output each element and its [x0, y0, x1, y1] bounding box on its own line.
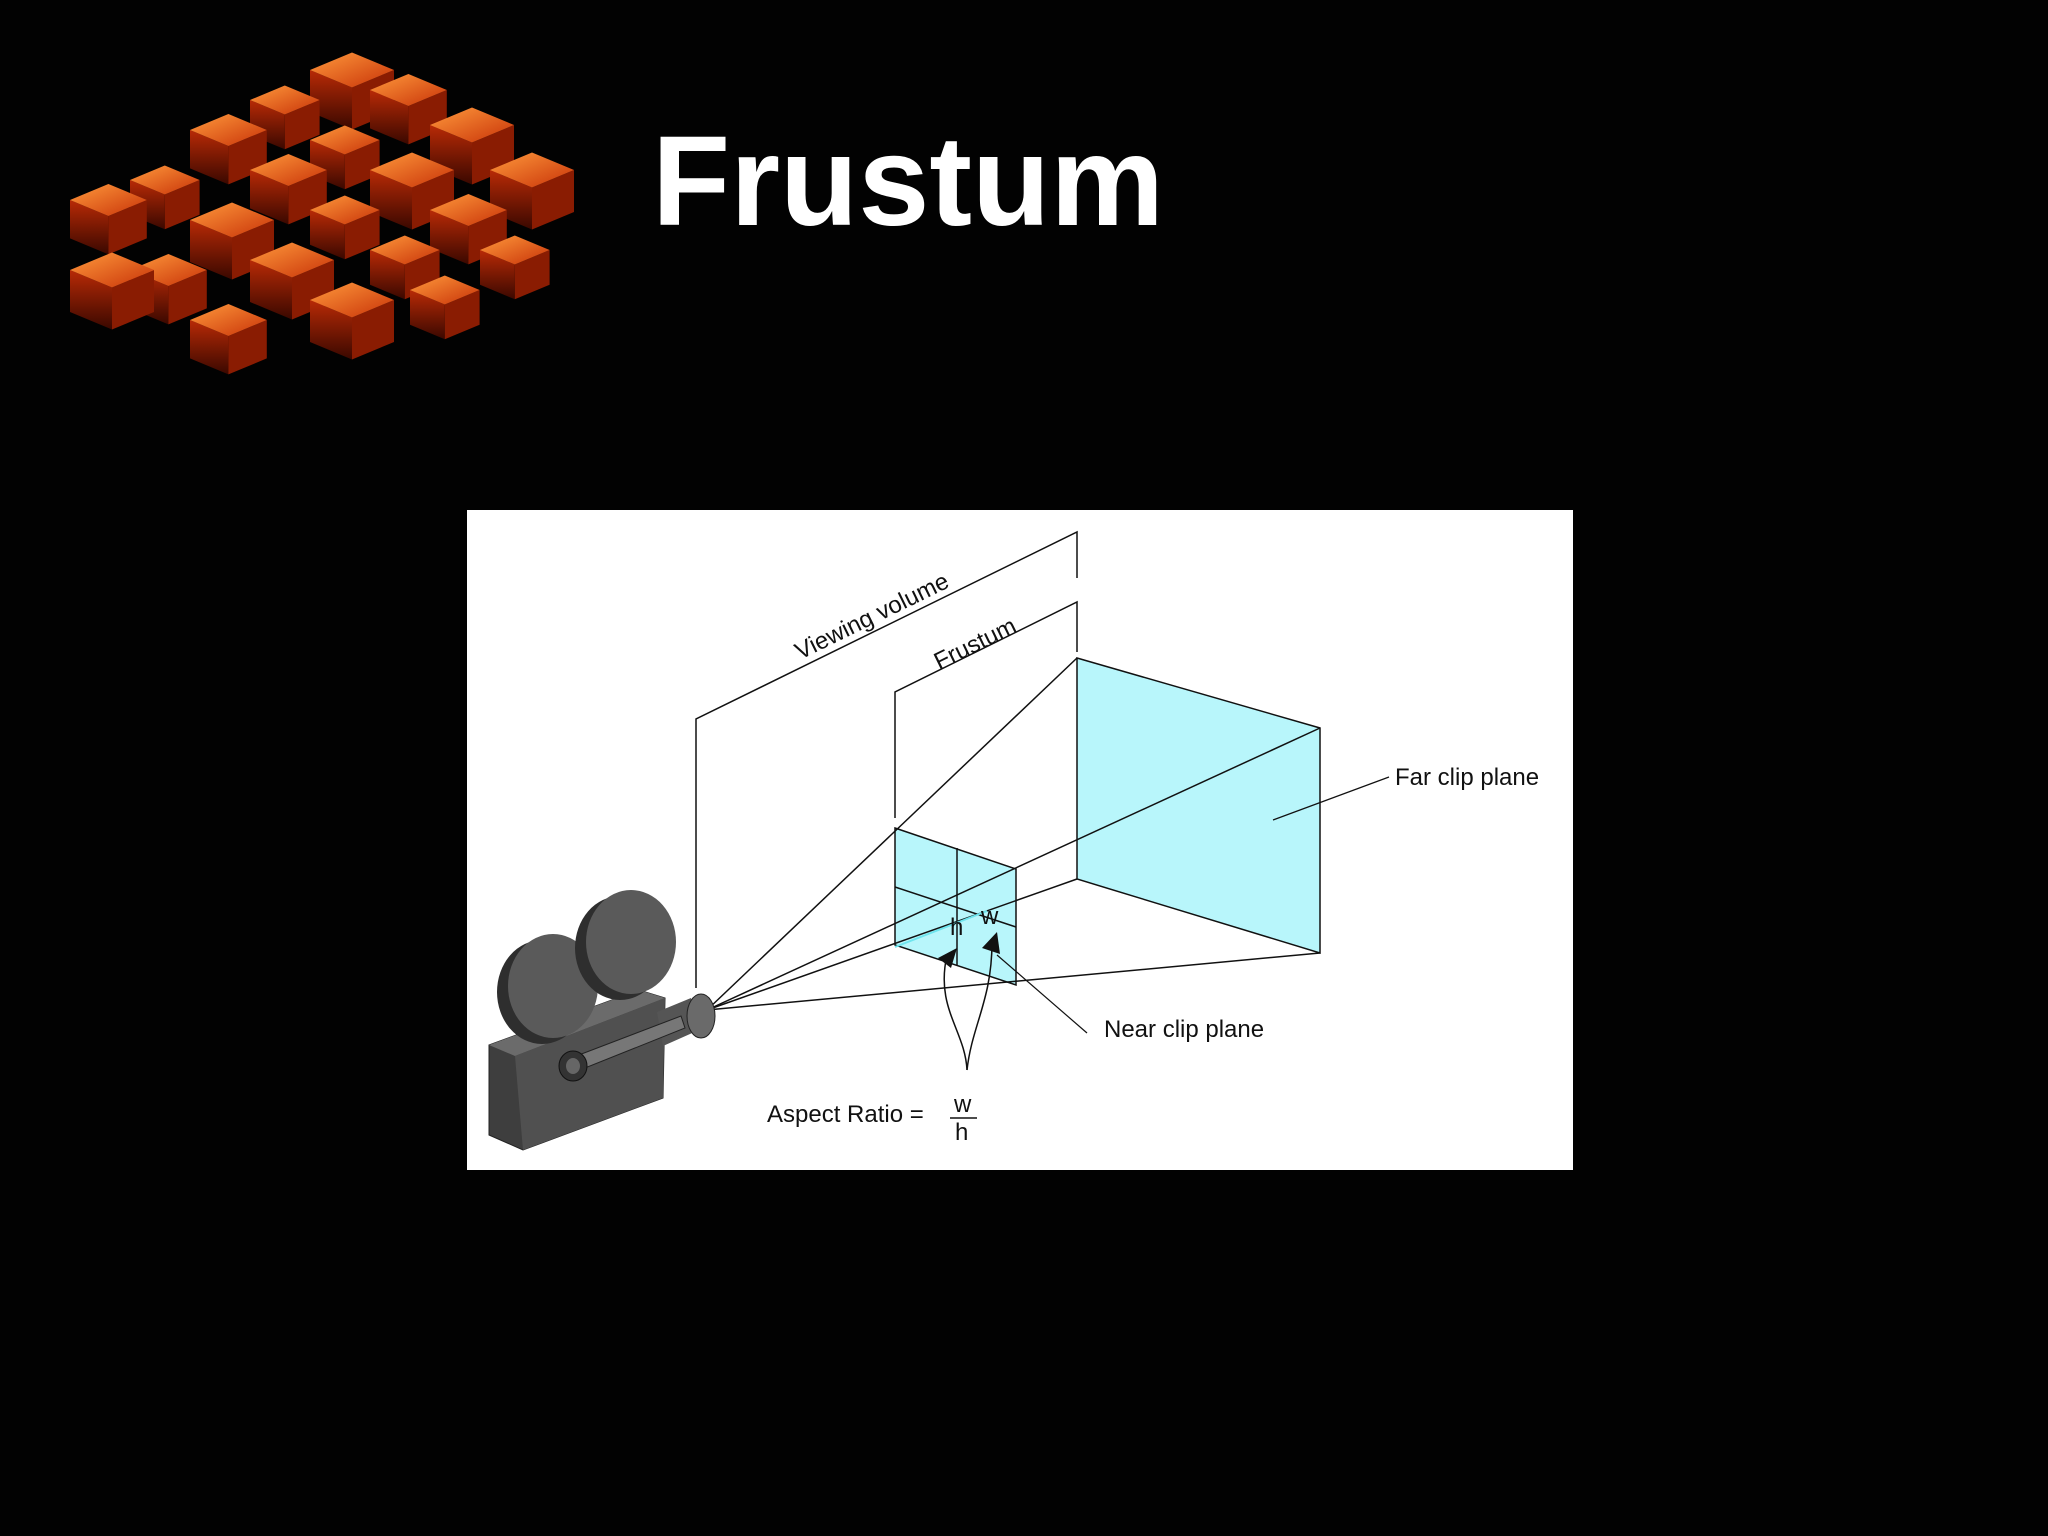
frustum-diagram: Viewing volume Frustum Far clip plane Ne…	[467, 510, 1573, 1170]
aspect-ratio-label: Aspect Ratio =	[767, 1101, 924, 1128]
near-plane-horizontal-axis	[894, 886, 1017, 928]
frustum-label: Frustum	[930, 613, 1021, 676]
aspect-ratio-numerator: w	[953, 1091, 972, 1118]
far-clip-plane-label: Far clip plane	[1395, 764, 1539, 791]
far-clip-leader	[1272, 776, 1390, 821]
frustum-diagram-svg: Viewing volume Frustum Far clip plane Ne…	[488, 530, 1539, 1151]
near-clip-plane-label: Near clip plane	[1104, 1016, 1264, 1043]
slide-title: Frustum	[652, 110, 1164, 253]
h-label: h	[950, 914, 963, 941]
aspect-ratio-denominator: h	[955, 1119, 968, 1146]
far-clip-plane	[1076, 657, 1321, 955]
frustum-edges	[706, 657, 1321, 1011]
movie-camera-icon	[488, 890, 716, 1151]
frustum-bracket	[894, 600, 1078, 818]
red-cubes-logo	[70, 52, 574, 375]
frustum-hidden-edge	[894, 910, 988, 948]
w-label: w	[980, 903, 999, 930]
viewing-volume-bracket	[695, 530, 1078, 988]
arrow-icon	[938, 932, 1000, 1071]
near-clip-leader	[996, 954, 1088, 1034]
